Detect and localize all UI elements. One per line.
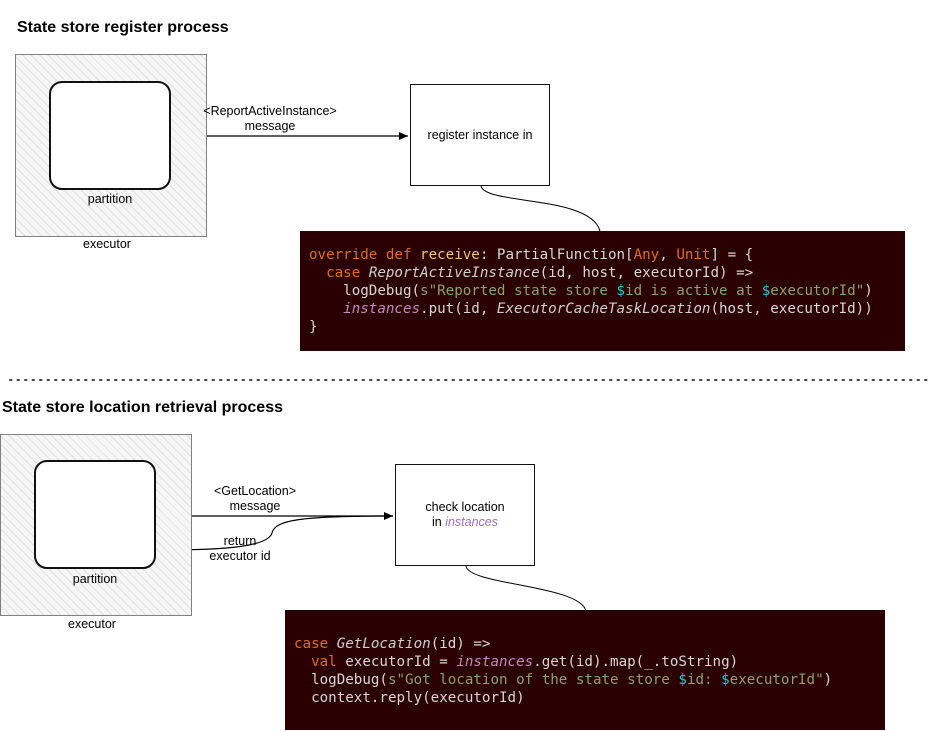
return-label: return	[223, 534, 257, 548]
code-token	[309, 301, 343, 317]
code-token: instances	[343, 301, 421, 317]
register-executor-label: executor	[83, 237, 131, 251]
register-partition-box	[49, 81, 171, 190]
retrieval-section-title: State store location retrieval process	[2, 399, 283, 416]
check-location-line1: check location	[425, 500, 505, 514]
code-token: )	[864, 283, 873, 299]
code-token: $	[721, 672, 730, 688]
retrieval-executor-label: executor	[68, 617, 116, 631]
register-instance-text: register instance in	[427, 127, 533, 142]
register-partition-label: partition	[87, 192, 133, 206]
retrieval-code-line: logDebug(s"Got location of the state sto…	[294, 671, 885, 689]
register-instance-box: register instance in	[410, 84, 550, 186]
code-token: id is active at	[625, 283, 762, 299]
getlocation-message-name: <GetLocation>	[213, 484, 296, 498]
register-code-line: instances.put(id, ExecutorCacheTaskLocat…	[309, 300, 905, 318]
register-message-name: <ReportActiveInstance>	[203, 104, 337, 118]
register-code-block: override def receive: PartialFunction[An…	[300, 231, 905, 351]
return-executor-id-arrow	[161, 515, 394, 554]
code-token: $	[678, 672, 687, 688]
code-token: executorId"	[770, 283, 865, 299]
code-token: }	[309, 319, 318, 335]
code-token: logDebug(	[294, 672, 388, 688]
code-token: s"Reported state store	[420, 283, 617, 299]
code-token: .put(id,	[420, 301, 497, 317]
code-token: (host, executorId))	[710, 301, 873, 317]
register-message-label: message	[244, 119, 296, 133]
check-location-line2: in instances	[432, 515, 498, 530]
retrieval-partition-box	[34, 460, 156, 569]
code-token: id:	[686, 672, 722, 688]
code-token: GetLocation	[336, 636, 431, 652]
code-token: case	[294, 636, 337, 652]
code-token: ,	[659, 247, 677, 263]
code-token: Unit	[676, 247, 711, 263]
check-location-box: check location in instances	[395, 464, 535, 566]
code-token: executorId"	[729, 672, 824, 688]
code-token: Any	[633, 247, 660, 263]
code-token: context.reply(executorId)	[294, 690, 525, 706]
retrieval-code-connector	[465, 565, 587, 612]
code-token: ] = {	[710, 247, 754, 263]
check-location-prefix: in	[431, 515, 446, 529]
register-code-line: logDebug(s"Reported state store $id is a…	[309, 282, 905, 300]
return-executor-id-label: executor id	[209, 549, 271, 563]
check-location-instances: instances	[445, 515, 498, 529]
register-code-line: }	[309, 318, 905, 336]
code-token: val	[311, 654, 346, 670]
code-token	[294, 654, 311, 670]
getlocation-message-label: message	[229, 499, 281, 513]
retrieval-code-line: context.reply(executorId)	[294, 689, 885, 707]
register-code-line: case ReportActiveInstance(id, host, exec…	[309, 264, 905, 282]
code-token: executorId =	[345, 654, 457, 670]
code-token: case	[326, 265, 369, 281]
code-token: $	[761, 283, 771, 299]
register-code-line: override def receive: PartialFunction[An…	[309, 246, 905, 264]
code-token: : PartialFunction[	[479, 247, 634, 263]
retrieval-partition-label: partition	[72, 572, 118, 586]
code-token: logDebug(	[309, 283, 421, 299]
register-code-connector	[480, 185, 601, 232]
code-token: )	[823, 672, 833, 688]
code-token: .get(id).map(_.toString)	[533, 654, 739, 670]
code-token: s"Got location of the state store	[387, 672, 679, 688]
code-token: ExecutorCacheTaskLocation	[496, 301, 711, 317]
code-token: receive	[420, 247, 480, 263]
code-token	[309, 265, 326, 281]
retrieval-code-block: case GetLocation(id) => val executorId =…	[285, 610, 885, 730]
register-section-title: State store register process	[17, 19, 229, 36]
code-token: (id) =>	[430, 636, 491, 652]
code-token: (id, host, executorId) =>	[539, 265, 754, 281]
retrieval-code-line: val executorId = instances.get(id).map(_…	[294, 653, 885, 671]
code-token: ReportActiveInstance	[368, 265, 540, 281]
code-token: instances	[456, 654, 534, 670]
retrieval-code-line: case GetLocation(id) =>	[294, 635, 885, 653]
code-token: override def	[309, 247, 421, 263]
code-token: $	[616, 283, 626, 299]
